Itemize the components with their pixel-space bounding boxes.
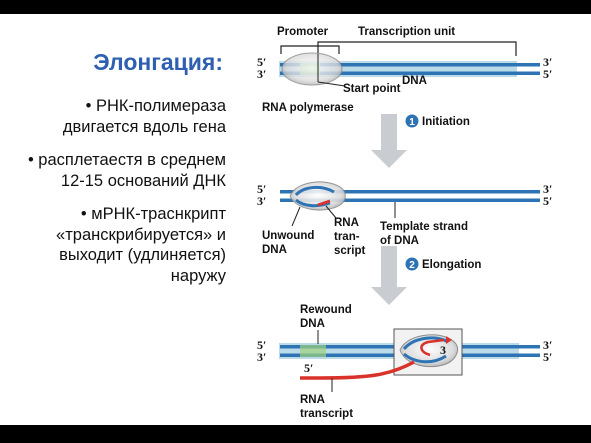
template-strand-label: of DNA xyxy=(380,235,419,247)
bullet-list: • РНК-полимераза двигается вдоль гена • … xyxy=(10,96,226,299)
bullet-item: • РНК-полимераза двигается вдоль гена xyxy=(62,97,226,136)
rewound-dna-label: DNA xyxy=(300,318,325,330)
rna-transcript-label: RNA xyxy=(300,394,325,406)
unwound-dna-label: DNA xyxy=(262,244,287,256)
stage2-dna-double-helix xyxy=(280,190,540,202)
start-point-pointer xyxy=(317,81,346,87)
three-prime-label: 3′ xyxy=(543,182,552,196)
rna-transcript-label: script xyxy=(334,245,365,257)
step1-label: Initiation xyxy=(422,116,470,128)
unwound-dna-label: Unwound xyxy=(262,230,314,242)
template-strand-label: Template strand xyxy=(380,221,468,233)
unwound-top-strand xyxy=(294,186,335,197)
five-prime-label: 5′ xyxy=(257,182,266,196)
rna-polymerase-shape xyxy=(281,52,343,86)
bullet-item: • расплетаестя в среднем 12-15 оснований… xyxy=(27,151,226,190)
bullet-item: • мРНК-траснкрипт «транскрибируется» и в… xyxy=(56,205,226,285)
five-prime-label: 5′ xyxy=(543,350,552,364)
step-arrow xyxy=(371,114,407,168)
rna-transcript-label: tran- xyxy=(334,231,360,243)
start-point-label: Start point xyxy=(343,83,401,95)
three-prime-label: 3′ xyxy=(257,67,266,81)
three-prime-label: 3′ xyxy=(257,350,266,364)
rna-five-prime-label: 5′ xyxy=(304,361,313,375)
five-prime-label: 5′ xyxy=(543,67,552,81)
step1-badge xyxy=(405,114,419,128)
three-prime-end-label: 3 xyxy=(440,343,446,357)
rewound-dna-label: Rewound xyxy=(300,304,352,316)
rna-polymerase-label: RNA polymerase xyxy=(262,102,354,114)
three-prime-label: 3′ xyxy=(257,194,266,208)
three-prime-label: 3′ xyxy=(543,338,552,352)
unwound-bottom-strand xyxy=(295,198,331,208)
dna-label: DNA xyxy=(402,75,427,87)
unwound-pointer xyxy=(291,206,301,227)
promoter-label: Promoter xyxy=(277,26,329,38)
rna-transcript-label: transcript xyxy=(300,408,353,420)
rna-transcript-short xyxy=(317,199,331,207)
stage1-transcription-unit-bracket xyxy=(317,41,517,56)
step1-number: 1 xyxy=(409,117,415,128)
step2-label: Elongation xyxy=(422,259,481,271)
rna-transcript-in-bubble xyxy=(420,338,445,357)
step-arrow xyxy=(371,246,407,305)
rna-transcript-strand xyxy=(300,360,415,380)
five-prime-label: 5′ xyxy=(257,338,266,352)
promoter-region xyxy=(300,345,326,357)
three-prime-label: 3′ xyxy=(543,55,552,69)
unwound-top-strand xyxy=(402,336,449,351)
stage1-promoter-bracket xyxy=(280,45,340,54)
unwound-bottom-strand xyxy=(403,352,447,364)
slide-title: Элонгация: xyxy=(93,49,223,75)
transcription-unit-label: Transcription unit xyxy=(358,26,455,38)
rna-transcript-label: RNA xyxy=(334,217,359,229)
five-prime-label: 5′ xyxy=(257,55,266,69)
step2-number: 2 xyxy=(409,260,415,271)
direction-arrow-icon xyxy=(446,336,452,344)
rna-transcript-pointer xyxy=(325,205,337,219)
step2-badge xyxy=(405,257,419,271)
five-prime-label: 5′ xyxy=(543,194,552,208)
